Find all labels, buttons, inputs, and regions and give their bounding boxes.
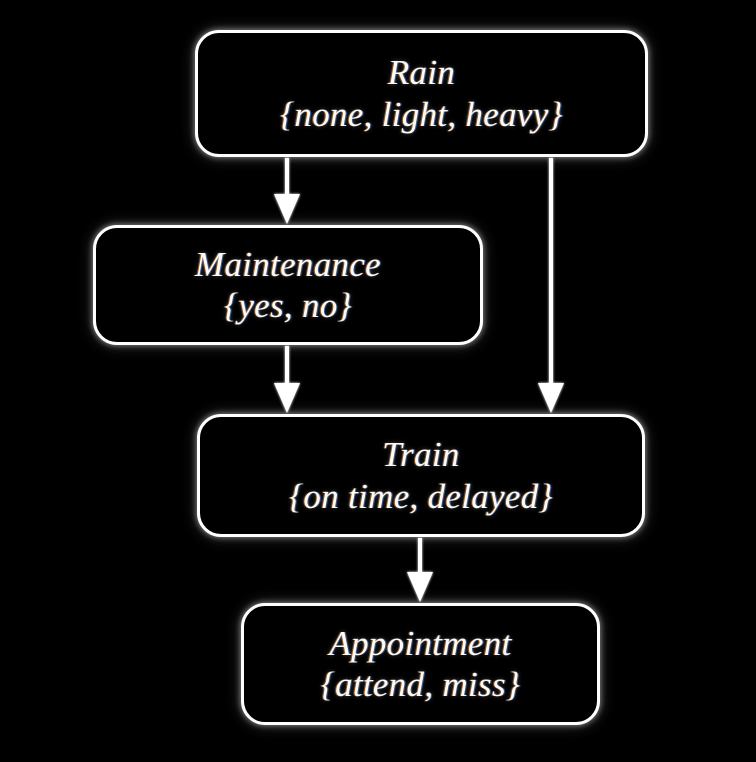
node-train-states: {on time, delayed} xyxy=(289,476,553,516)
node-maintenance-states: {yes, no} xyxy=(224,286,352,325)
edge-rain-to-maintenance xyxy=(274,158,300,224)
node-rain[interactable]: Rain {none, light, heavy} xyxy=(195,30,648,157)
node-rain-title: Rain xyxy=(387,53,456,93)
edge-rain-to-train xyxy=(538,158,564,413)
node-rain-states: {none, light, heavy} xyxy=(280,94,563,134)
node-appointment-states: {attend, miss} xyxy=(320,665,521,704)
edge-maintenance-to-train xyxy=(274,346,300,413)
node-maintenance-title: Maintenance xyxy=(194,244,381,284)
node-train[interactable]: Train {on time, delayed} xyxy=(197,414,645,537)
edge-train-to-appointment xyxy=(407,538,433,602)
node-maintenance[interactable]: Maintenance {yes, no} xyxy=(93,225,483,345)
node-appointment[interactable]: Appointment {attend, miss} xyxy=(241,603,600,725)
node-appointment-title: Appointment xyxy=(329,623,512,663)
node-train-title: Train xyxy=(382,435,460,475)
